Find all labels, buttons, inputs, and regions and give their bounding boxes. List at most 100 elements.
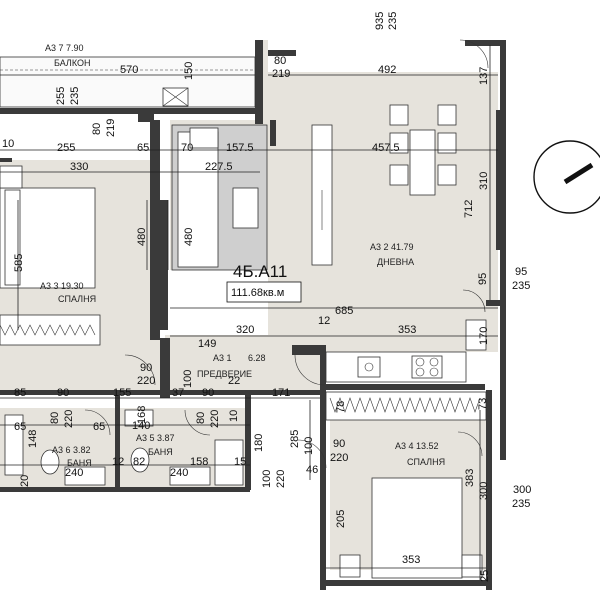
dim-46: 46: [306, 464, 318, 476]
dim-100a: 100: [182, 370, 194, 388]
bath1-name: БАНЯ: [67, 458, 92, 468]
dining-table: [409, 129, 436, 196]
dim-240a: 240: [65, 467, 83, 479]
dim-220d: 220: [275, 470, 287, 488]
dim-82: 82: [133, 456, 145, 468]
dim-65a: 65: [137, 142, 149, 154]
bath1-code-area: А3 6 3.82: [52, 445, 91, 455]
dim-480b: 480: [183, 228, 195, 246]
dim-10: 10: [2, 138, 14, 150]
hall-area: 6.28: [248, 353, 266, 363]
dim-25: 25: [479, 570, 491, 582]
dim-235b: 235: [69, 87, 81, 105]
dim-220a: 220: [137, 375, 155, 387]
dim-935: 935: [374, 12, 386, 30]
dim-137: 137: [478, 67, 490, 85]
balcony-name: БАЛКОН: [54, 58, 90, 68]
living-name: ДНЕВНА: [377, 257, 414, 267]
bed2-furniture: [325, 391, 487, 579]
coffee-table: [232, 187, 259, 229]
dim-73: 73: [477, 398, 489, 410]
dim-95a: 95: [477, 273, 489, 285]
bathroom-fixtures: [4, 409, 244, 486]
dim-255a: 255: [55, 87, 67, 105]
dim-80a: 80: [274, 55, 286, 67]
north-arrow: [533, 140, 600, 214]
dim-383: 383: [464, 469, 476, 487]
dim-712: 712: [463, 200, 475, 218]
dim-70: 70: [181, 142, 193, 154]
bed2-name: СПАЛНЯ: [407, 457, 445, 467]
dim-80c: 80: [49, 412, 61, 424]
doors: [84, 39, 489, 469]
bed-2: [371, 477, 463, 579]
dim-140: 140: [132, 420, 150, 432]
wardrobe-2: [325, 391, 487, 421]
dimension-lines: [0, 45, 498, 580]
dimension-texts-vertical: 935 235 150 137 255 235 80 219 310 712 4…: [13, 12, 491, 582]
bed1-name: СПАЛНЯ: [58, 294, 96, 304]
bed1-furniture: [0, 165, 101, 346]
dim-85: 85: [14, 387, 26, 399]
dim-22: 22: [228, 375, 240, 387]
dim-12a: 12: [318, 315, 330, 327]
dim-240b: 240: [170, 467, 188, 479]
dim-285: 285: [289, 430, 301, 448]
dim-1575: 157.5: [226, 142, 254, 154]
dim-90a: 90: [140, 362, 152, 374]
bath2-code-area: А3 5 3.87: [136, 433, 175, 443]
dim-4575: 457.5: [372, 142, 400, 154]
dim-300b: 300: [513, 484, 531, 496]
dim-80d: 80: [195, 412, 207, 424]
dim-80b: 80: [91, 123, 103, 135]
dim-320: 320: [236, 324, 254, 336]
dim-353a: 353: [398, 324, 416, 336]
dim-205: 205: [335, 510, 347, 528]
dim-148: 148: [27, 430, 39, 448]
bath2-name: БАНЯ: [148, 447, 173, 457]
dim-158: 158: [190, 456, 208, 468]
dim-12b: 12: [112, 456, 124, 468]
dim-100b: 100: [303, 437, 315, 455]
balcony-code-area: А3 7 7.90: [45, 43, 84, 53]
dim-353b: 353: [402, 554, 420, 566]
dim-37: 37: [172, 387, 184, 399]
dim-168: 168: [136, 406, 148, 424]
dim-570: 570: [120, 64, 138, 76]
dim-20: 20: [19, 475, 31, 487]
dim-78: 78: [335, 401, 347, 413]
dim-220b: 220: [63, 410, 75, 428]
dim-220c: 220: [209, 410, 221, 428]
dim-685: 685: [335, 305, 353, 317]
kitchen: [325, 319, 487, 383]
dim-15: 15: [234, 456, 246, 468]
balcony: [0, 56, 256, 108]
dim-585: 585: [13, 254, 25, 272]
dim-150: 150: [183, 62, 195, 80]
bed2-code-area: А3 4 13.52: [395, 441, 439, 451]
dim-90d: 90: [333, 438, 345, 450]
dim-100c: 100: [261, 470, 273, 488]
dim-180: 180: [253, 434, 265, 452]
dim-220e: 220: [330, 452, 348, 464]
dim-95b: 95: [515, 266, 527, 278]
dim-235a: 235: [387, 12, 399, 30]
dim-330: 330: [70, 161, 88, 173]
room-labels: А3 7 7.90 БАЛКОН А3 2 41.79 ДНЕВНА А3 3 …: [40, 43, 445, 468]
dim-235d: 235: [512, 498, 530, 510]
dim-170: 170: [478, 327, 490, 345]
dim-171: 171: [272, 387, 290, 399]
dim-65b: 65: [93, 421, 105, 433]
dimension-texts: 570 80 219 492 10 255 65 70 157.5 457.5 …: [2, 55, 531, 566]
dim-300a: 300: [478, 482, 490, 500]
dim-2275: 227.5: [205, 161, 233, 173]
dim-219a: 219: [272, 68, 290, 80]
dim-310: 310: [478, 172, 490, 190]
bed1-code-area: А3 3 19.30: [40, 281, 84, 291]
walls: [0, 40, 506, 590]
apartment-total-area: 111.68кв.м: [231, 287, 284, 299]
dim-480a: 480: [136, 228, 148, 246]
dim-255b: 255: [57, 142, 75, 154]
dim-90b: 90: [57, 387, 69, 399]
